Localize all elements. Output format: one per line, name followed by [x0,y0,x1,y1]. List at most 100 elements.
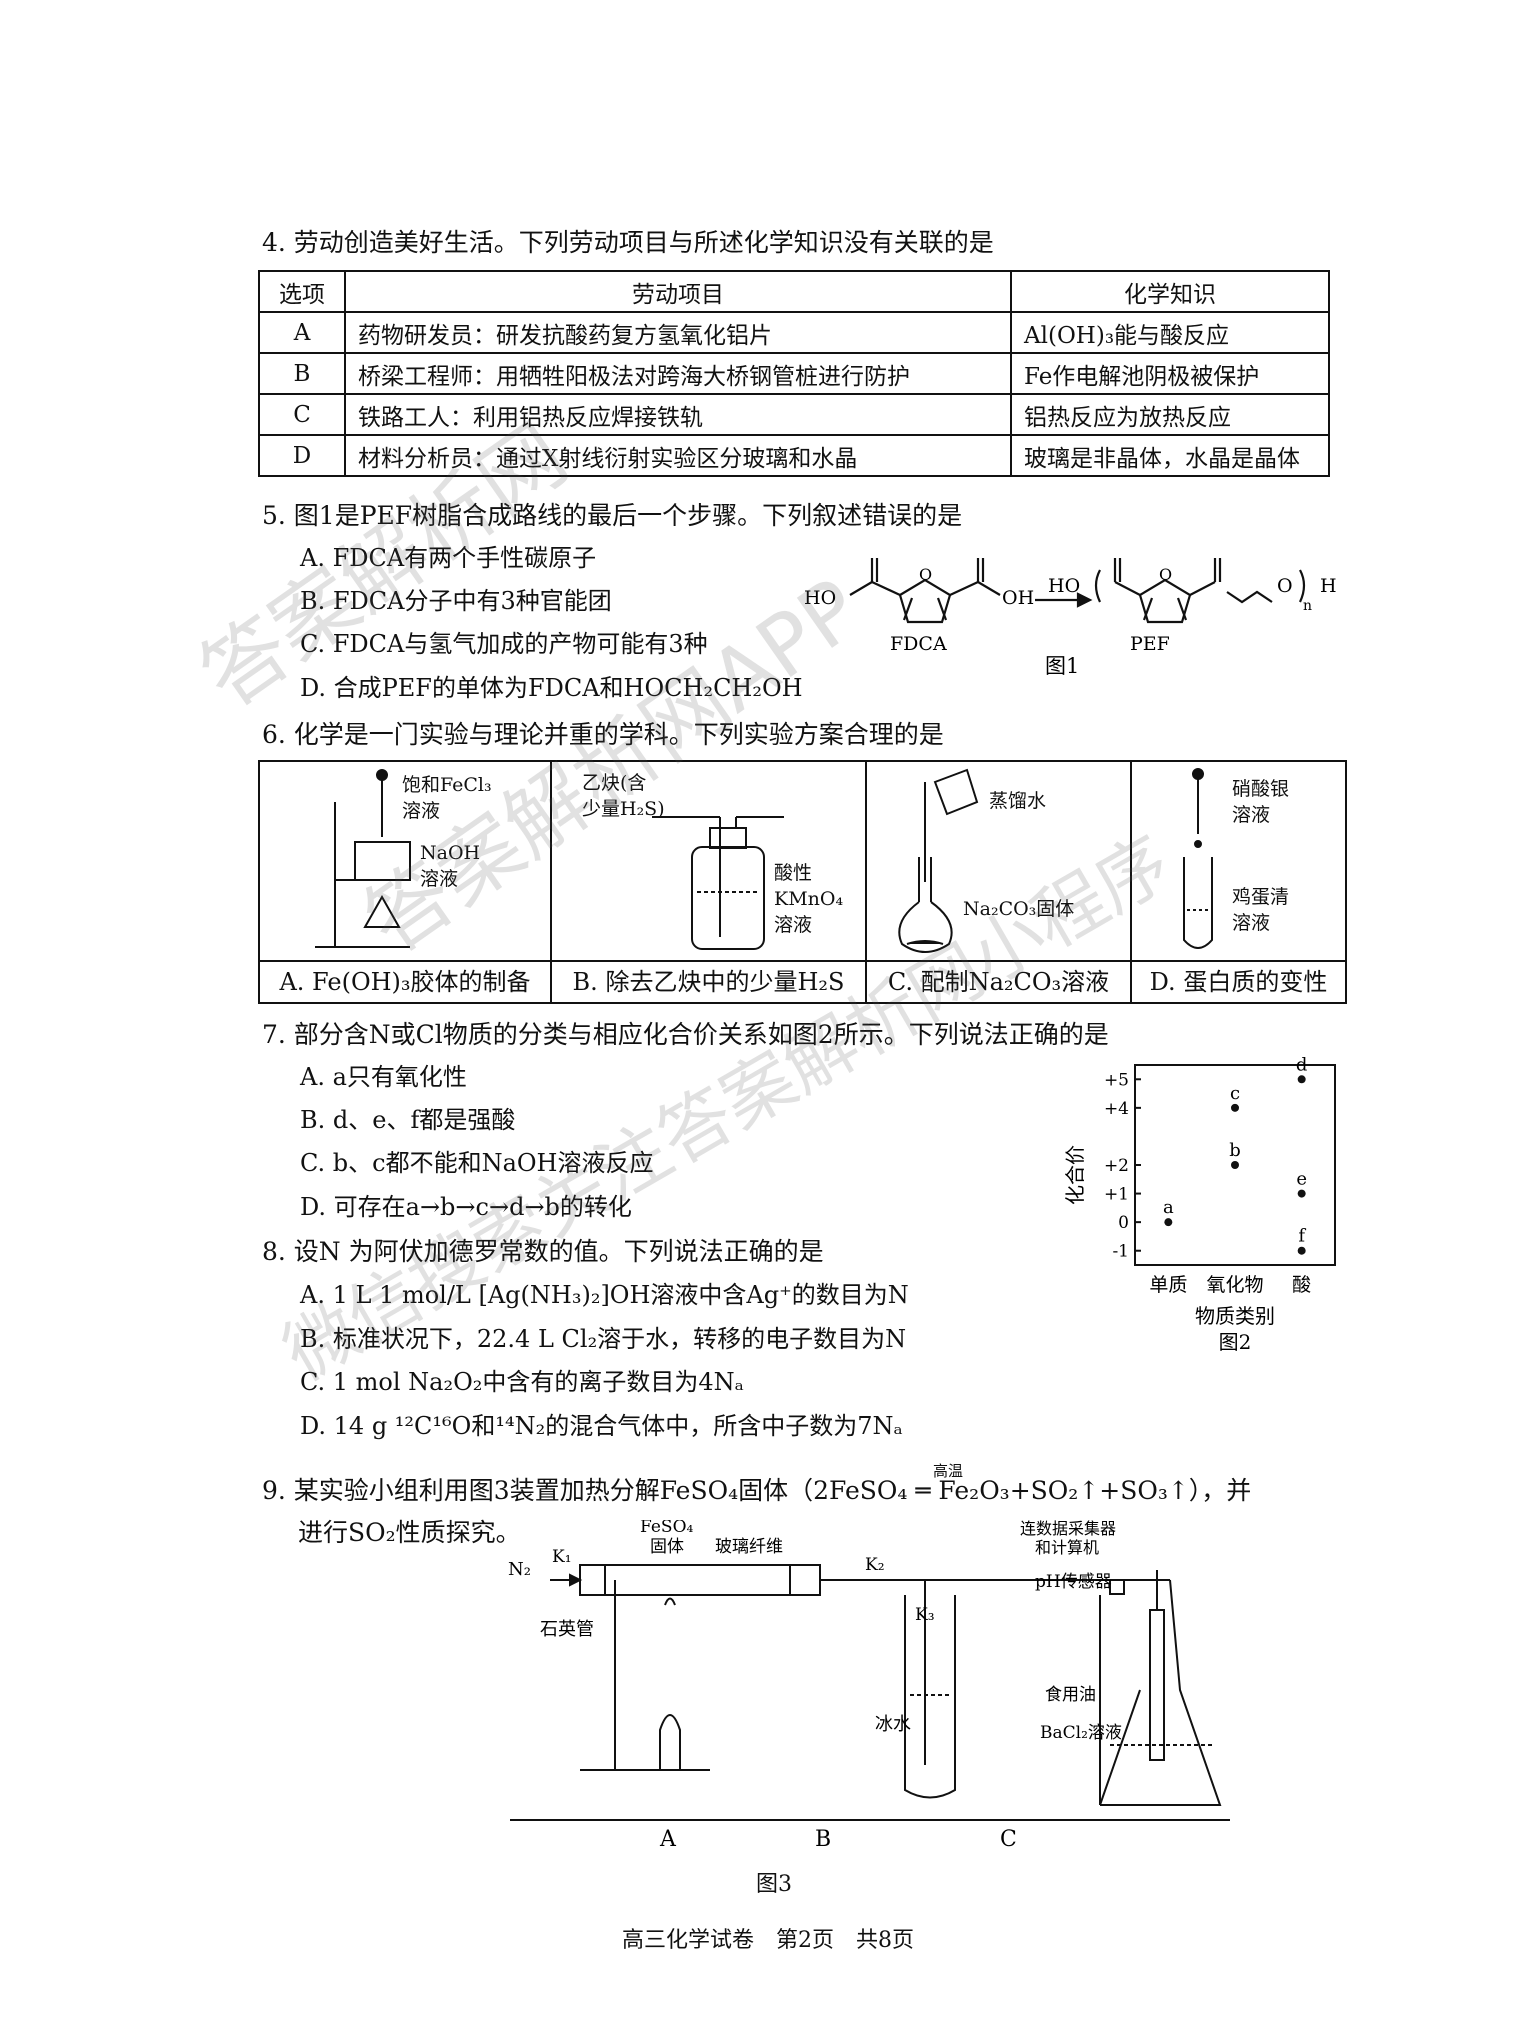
y-tick-label: -1 [1112,1242,1129,1262]
panel-label: 硝酸银 [1232,778,1290,800]
table-row: 选项 劳动项目 化学知识 [258,270,1330,313]
q6-panel-a: 饱和FeCl₃ 溶液 NaOH 溶液 A. Fe(OH)₃胶体的制备 [260,762,552,1002]
pef-n-label: n [1303,598,1312,614]
panel-b-drawing [652,816,784,950]
pef-label: PEF [1130,633,1170,655]
table-cell: C [258,393,346,436]
panel-label: NaOH [420,842,481,864]
table-cell: 药物研发员：研发抗酸药复方氢氧化铝片 [344,311,1012,354]
q9-stem-line1: 9. 某实验小组利用图3装置加热分解FeSO₄固体（2FeSO₄ ═ Fe₂O₃… [262,1476,1252,1505]
table-header: 化学知识 [1010,270,1330,313]
apparatus-label: FeSO₄ [640,1520,694,1537]
panel-label: 溶液 [1232,804,1271,826]
panel-c-drawing [898,768,979,953]
apparatus-label: BaCl₂溶液 [1040,1723,1122,1743]
q7-option-a: A. a只有氧化性 [300,1063,467,1091]
data-point-label: c [1230,1083,1240,1104]
apparatus-part-label: B [815,1827,831,1850]
apparatus-label: 玻璃纤维 [715,1537,783,1557]
panel-label: 酸性 [774,862,813,884]
panel-label: 溶液 [1232,912,1271,934]
q4-stem: 4. 劳动创造美好生活。下列劳动项目与所述化学知识没有关联的是 [262,228,994,257]
data-point-label: d [1296,1055,1308,1075]
panel-caption: B. 除去乙炔中的少量H₂S [552,960,865,1002]
table-cell: B [258,352,346,395]
q5-option-c: C. FDCA与氢气加成的产物可能有3种 [300,630,708,658]
data-point [1231,1103,1239,1112]
q8-stem: 8. 设N 为阿伏加德罗常数的值。下列说法正确的是 [262,1237,824,1266]
q5-option-d: D. 合成PEF的单体为FDCA和HOCH₂CH₂OH [300,674,803,702]
panel-caption: D. 蛋白质的变性 [1132,960,1345,1002]
q6-panel-d: 硝酸银 溶液 鸡蛋清 溶液 D. 蛋白质的变性 [1132,762,1345,1002]
panel-label: 溶液 [420,868,459,890]
data-point-label: b [1229,1140,1241,1161]
table-cell: Fe作电解池阴极被保护 [1010,352,1330,395]
table-cell: 铝热反应为放热反应 [1010,393,1330,436]
apparatus-part-label: A [659,1827,677,1850]
pef-h-label: H [1320,575,1337,597]
table-cell: 桥梁工程师：用牺牲阳极法对跨海大桥钢管桩进行防护 [344,352,1012,395]
panel-label: 乙炔(含 [582,772,647,794]
table-header: 劳动项目 [344,270,1012,313]
q8-option-c: C. 1 mol Na₂O₂中含有的离子数目为4Nₐ [300,1368,744,1396]
table-cell: 材料分析员：通过X射线衍射实验区分玻璃和水晶 [344,434,1012,477]
q8-option-d: D. 14 g ¹²C¹⁶O和¹⁴N₂的混合气体中，所含中子数为7Nₐ [300,1412,903,1440]
apparatus-label: 石英管 [540,1619,594,1640]
q7-stem: 7. 部分含N或Cl物质的分类与相应化合价关系如图2所示。下列说法正确的是 [262,1020,1109,1049]
figure-2-caption: 图2 [1219,1330,1252,1354]
panel-label: 饱和FeCl₃ [402,774,492,796]
y-tick-label: +2 [1104,1156,1129,1176]
apparatus-label: 食用油 [1045,1685,1096,1705]
panel-caption: C. 配制Na₂CO₃溶液 [867,960,1130,1002]
y-tick-label: +4 [1104,1099,1129,1119]
panel-d-drawing [1183,768,1213,949]
figure-3-apparatus: N₂ K₁ FeSO₄ 固体 玻璃纤维 石英管 K₂ K₃ 冰水 连数据采集器 … [508,1520,1230,1850]
figure-1-caption: 图1 [1045,654,1079,678]
table-cell: 玻璃是非晶体，水晶是晶体 [1010,434,1330,477]
table-row: B 桥梁工程师：用牺牲阳极法对跨海大桥钢管桩进行防护 Fe作电解池阴极被保护 [258,352,1330,395]
panel-label: KMnO₄ [774,888,844,910]
apparatus-label: N₂ [508,1559,531,1580]
pef-ring-o: O [1159,565,1172,584]
y-axis-label: 化合价 [1063,1145,1087,1205]
apparatus-label: 冰水 [875,1714,911,1735]
table-cell: D [258,434,346,477]
q9-stem-line2: 进行SO₂性质探究。 [298,1518,521,1547]
data-point-label: f [1298,1226,1306,1247]
q8-option-a: A. 1 L 1 mol/L [Ag(NH₃)₂]OH溶液中含Ag⁺的数目为N [300,1281,909,1309]
apparatus-label: K₁ [552,1547,572,1567]
y-tick-label: +1 [1104,1185,1129,1205]
data-point-label: a [1163,1197,1174,1218]
x-tick-label: 单质 [1149,1274,1187,1296]
panel-a-drawing [315,769,411,948]
figure-2-chart: +5+4+2+10-1 单质氧化物酸 abcdef 化合价 物质类别 图2 [1063,1055,1336,1354]
q5-option-a: A. FDCA有两个手性碳原子 [300,544,597,572]
panel-caption: A. Fe(OH)₃胶体的制备 [260,960,550,1002]
reaction-condition: 高温 [933,1462,964,1480]
data-point [1297,1075,1306,1084]
q4-table: 选项 劳动项目 化学知识 A 药物研发员：研发抗酸药复方氢氧化铝片 Al(OH)… [258,270,1330,477]
fdca-ho-label: HO [804,587,836,609]
x-axis-label: 物质类别 [1195,1304,1275,1328]
pef-o-label: O [1277,575,1293,597]
panel-label: 鸡蛋清 [1232,886,1290,908]
pef-ho-label: HO [1048,575,1080,597]
panel-label: 溶液 [774,914,813,936]
x-tick-label: 酸 [1292,1274,1311,1296]
apparatus-label: K₂ [865,1555,885,1575]
q7-option-d: D. 可存在a→b→c→d→b的转化 [300,1193,632,1221]
table-cell: 铁路工人：利用铝热反应焊接铁轨 [344,393,1012,436]
y-tick-label: 0 [1118,1213,1129,1233]
apparatus-label: 连数据采集器 [1020,1520,1116,1538]
page-footer: 高三化学试卷 第2页 共8页 [622,1928,914,1953]
q6-panel-b: 乙炔(含 少量H₂S) 酸性 KMnO₄ 溶液 B. 除去乙炔中的少量H₂S [552,762,867,1002]
panel-label: Na₂CO₃固体 [963,898,1075,920]
x-tick-label: 氧化物 [1206,1274,1263,1296]
table-header: 选项 [258,270,346,313]
data-point [1297,1189,1306,1198]
table-row: A 药物研发员：研发抗酸药复方氢氧化铝片 Al(OH)₃能与酸反应 [258,311,1330,354]
q5-stem: 5. 图1是PEF树脂合成路线的最后一个步骤。下列叙述错误的是 [262,501,963,530]
q8-option-b: B. 标准状况下，22.4 L Cl₂溶于水，转移的电子数目为N [300,1325,907,1353]
q6-experiments: 饱和FeCl₃ 溶液 NaOH 溶液 A. Fe(OH)₃胶体的制备 乙炔(含 … [258,760,1347,1004]
